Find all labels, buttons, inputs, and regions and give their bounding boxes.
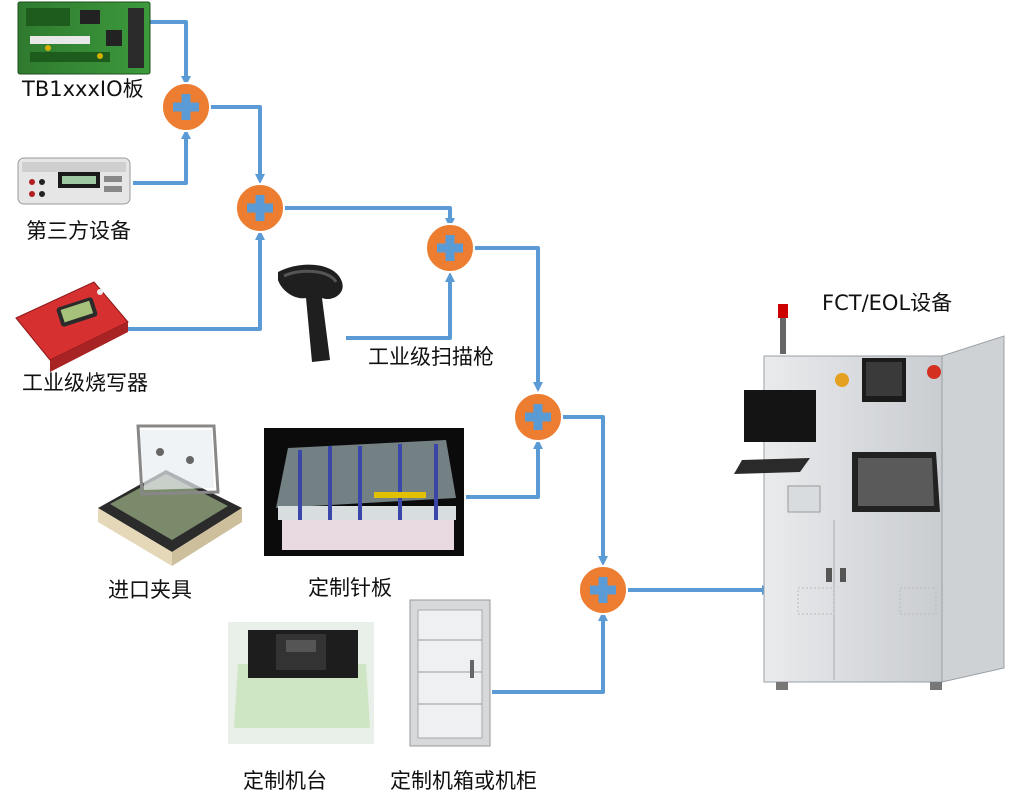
connector-plus2-to-plus3: [284, 206, 455, 228]
plus-circle-icon: [235, 183, 285, 233]
scanner-label: 工业级扫描枪: [368, 345, 494, 369]
io-board-image: [17, 1, 151, 75]
imported-fixture-image: [98, 424, 242, 566]
connector-programmer-to-plus2: [128, 230, 265, 331]
custom-cabinet-label: 定制机箱或机柜: [390, 769, 537, 793]
fct-eol-equipment-image: [734, 304, 1005, 690]
custom-machine-table-label: 定制机台: [243, 769, 327, 793]
custom-cabinet-image: [409, 599, 491, 747]
connector-needleplate-to-plus4: [466, 439, 543, 499]
connector-plus3-to-plus4: [474, 246, 543, 392]
plus-circle-icon: [161, 82, 211, 132]
custom-needle-plate-image: [264, 428, 464, 556]
plus-circle-icon: [425, 223, 475, 273]
plus-circle-icon: [578, 565, 628, 615]
connector-scanner-to-plus3: [346, 272, 455, 340]
programmer-label: 工业级烧写器: [22, 371, 148, 395]
programmer-image: [15, 281, 129, 372]
connector-plus4-to-plus5: [562, 415, 608, 566]
custom-needle-plate-label: 定制针板: [308, 576, 392, 600]
connector-cabinet-to-plus5: [492, 611, 608, 694]
connector-io-to-plus1: [148, 20, 191, 86]
connector-lines: [128, 20, 772, 694]
scanner-image: [278, 264, 343, 362]
third-party-device-image: [17, 157, 131, 205]
imported-fixture-label: 进口夹具: [108, 578, 192, 602]
connector-thirdparty-to-plus1: [133, 129, 191, 185]
third-party-device-label: 第三方设备: [26, 219, 131, 243]
plus-circle-icon: [513, 392, 563, 442]
fct-eol-label: FCT/EOL设备: [822, 291, 953, 315]
custom-machine-table-image: [228, 622, 374, 744]
connector-plus1-to-plus2: [210, 105, 265, 184]
io-board-label: TB1xxxIO板: [22, 77, 144, 101]
